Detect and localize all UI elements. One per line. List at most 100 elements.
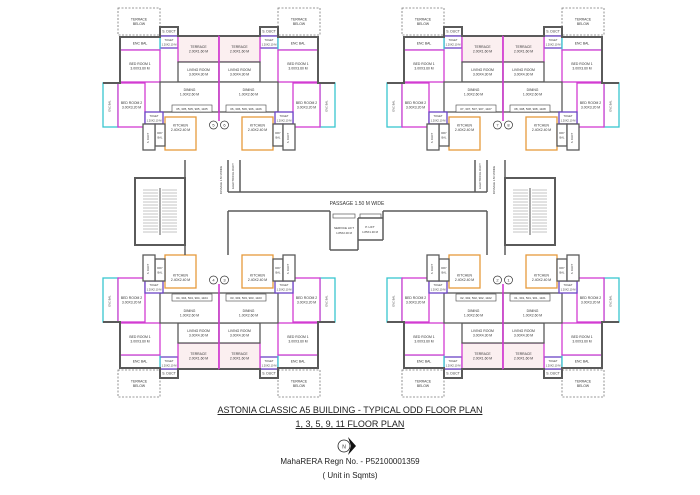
room-kitchen xyxy=(525,116,558,151)
room-label: ENC BAL xyxy=(392,295,396,307)
flat-number-box xyxy=(509,293,551,302)
room-label: ENC BAL xyxy=(133,360,148,364)
room-label: KITCHEN xyxy=(534,274,549,278)
room-size: 1.20X2.10 M xyxy=(147,287,162,291)
room-size: 1.20X2.10 M xyxy=(147,118,162,122)
room-label: KITCHEN xyxy=(250,124,265,128)
exterior-wall xyxy=(219,26,335,84)
room-size: 3.00X3.60 M xyxy=(572,66,591,70)
room-label: TERRACE xyxy=(190,352,207,356)
room-label: LIVING ROOM xyxy=(512,68,535,72)
flat-circle-number: 3 xyxy=(223,278,226,283)
room-terrace-below xyxy=(401,7,445,36)
flat-circle-number: 4 xyxy=(212,278,215,283)
room-label: KITCHEN xyxy=(534,124,549,128)
room-label: TOILET xyxy=(279,114,288,118)
room-label: ENC BAL xyxy=(291,360,306,364)
room-label: LIVING ROOM xyxy=(228,68,251,72)
electrical-duct-label: ELECTRICAL DUCT xyxy=(231,163,235,189)
room-label: TOILET xyxy=(548,359,557,363)
room-size: 2.40X2.40 M xyxy=(248,128,267,132)
room-size: 2.00X1.60 M xyxy=(473,49,492,53)
room-size: 3.00X4.30 M xyxy=(473,333,492,337)
flat-circle-number: 2 xyxy=(496,278,499,283)
room-size: 3.00X3.20 M xyxy=(122,105,141,109)
room-bed2 xyxy=(576,277,605,323)
room-size: 2.40X2.40 M xyxy=(171,128,190,132)
room-label: TOILET xyxy=(448,359,457,363)
room-label: TERRACE xyxy=(415,380,432,384)
room-label: KITCHEN xyxy=(457,124,472,128)
room-size: BAL xyxy=(560,270,565,274)
room-size: BAL xyxy=(276,270,281,274)
exterior-wall xyxy=(503,26,619,84)
room-label: DINING xyxy=(243,88,255,92)
room-label: TOILET xyxy=(149,114,158,118)
rera-registration: MahaRERA Regn No. - P52100001359 xyxy=(280,457,420,466)
room-terrace xyxy=(218,35,261,63)
room-size: 2.40X2.40 M xyxy=(532,128,551,132)
room-label: DRY xyxy=(275,131,281,135)
room-kitchen xyxy=(241,116,274,151)
flat-number-box xyxy=(455,293,497,302)
flat-numbers: 04, 304, 504, 904, 1104 xyxy=(176,296,208,300)
room-size: 2.00X1.60 M xyxy=(514,356,533,360)
room-label: TERRACE xyxy=(131,380,148,384)
room-label: TOILET xyxy=(563,283,572,287)
room-terrace-below xyxy=(561,7,605,36)
room-size: BAL xyxy=(158,270,163,274)
room-size: 1.00X2.60 M xyxy=(239,313,258,317)
room-label: BED ROOM 2 xyxy=(121,101,142,105)
room-label: DRY xyxy=(275,266,281,270)
room-label: DINING xyxy=(243,309,255,313)
room-label: ENC BAL xyxy=(609,100,613,112)
flat-number-box xyxy=(171,104,213,113)
room-terrace-below xyxy=(561,369,605,398)
room-size: 2.00X1.60 M xyxy=(189,49,208,53)
room-label: TERRACE xyxy=(231,352,248,356)
room-size: BELOW xyxy=(577,384,590,388)
room-size: BELOW xyxy=(133,22,146,26)
room-label: S. DUCT xyxy=(546,372,560,376)
room-label: BED ROOM 2 xyxy=(580,296,601,300)
exterior-wall xyxy=(103,26,219,84)
room-size: 2.40X2.40 M xyxy=(171,278,190,282)
room-label: S. DUCT xyxy=(262,372,276,376)
room-size: 1.20X2.10 M xyxy=(446,42,461,46)
flat-circle-number: 5 xyxy=(212,123,215,128)
room-bed2 xyxy=(576,82,605,128)
room-label: ENC BAL xyxy=(325,100,329,112)
room-label: KITCHEN xyxy=(250,274,265,278)
unit-note: ( Unit in Sqmts) xyxy=(322,471,378,480)
room-size: 3.00X3.60 M xyxy=(572,339,591,343)
room-bed1 xyxy=(119,49,161,83)
room-label: TERRACE xyxy=(474,352,491,356)
room-label: TERRACE xyxy=(575,380,592,384)
room-label: ENC BAL xyxy=(108,295,112,307)
room-size: 2.40X2.40 M xyxy=(455,128,474,132)
flat-circle-number: 6 xyxy=(223,123,226,128)
passage-label: PASSAGE 1.50 M WIDE xyxy=(330,201,385,207)
room-label: TERRACE xyxy=(190,45,207,49)
passenger-lift-label: P. LIFT xyxy=(365,225,375,229)
room-label: ENC BAL xyxy=(575,360,590,364)
room-size: 1.20X2.10 M xyxy=(431,118,446,122)
flat-numbers: 07, 307, 507, 907, 1107 xyxy=(460,107,492,111)
room-size: 3.00X3.20 M xyxy=(581,105,600,109)
room-label: DINING xyxy=(527,309,539,313)
room-size: BELOW xyxy=(133,384,146,388)
room-size: 3.00X4.30 M xyxy=(514,72,533,76)
room-size: 3.00X3.20 M xyxy=(406,105,425,109)
room-label: S. DUCT xyxy=(430,263,434,274)
room-label: S. DUCT xyxy=(286,263,290,274)
room-size: 1.20X2.10 M xyxy=(561,287,576,291)
flat-number-circle xyxy=(220,275,229,285)
staircase xyxy=(134,177,186,246)
exterior-wall xyxy=(219,321,335,379)
room-label: S. DUCT xyxy=(262,30,276,34)
room-label: BED ROOM 1 xyxy=(287,62,308,66)
room-s-duct2 xyxy=(426,123,440,151)
flat-number-circle xyxy=(504,275,513,285)
